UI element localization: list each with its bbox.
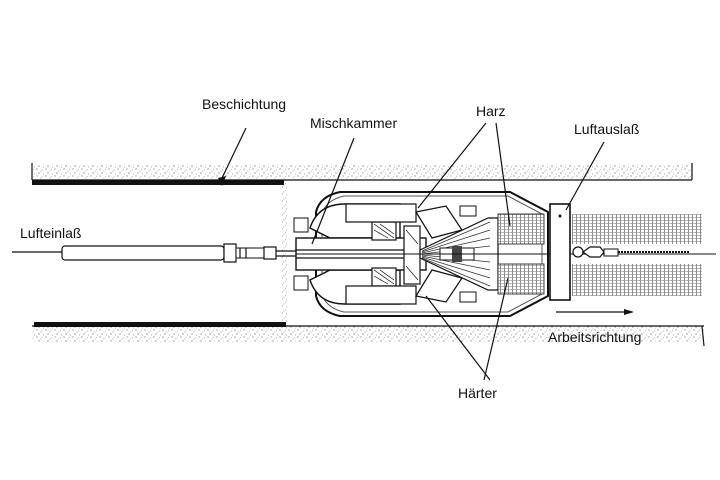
tow-coupling	[572, 246, 690, 258]
label-mischkammer: Mischkammer	[310, 115, 397, 131]
coating-layer-top	[32, 180, 284, 185]
working-direction-arrow	[556, 309, 634, 315]
label-haerter: Härter	[458, 385, 497, 401]
label-luftauslass: Luftauslaß	[574, 121, 639, 137]
label-lufteinlass: Lufteinlaß	[20, 225, 81, 241]
coating-layer-bottom	[34, 322, 286, 327]
label-beschichtung: Beschichtung	[202, 96, 286, 112]
hardener-chamber-bottom	[345, 269, 477, 305]
air-outlet-plate	[549, 203, 571, 301]
leader-lines	[218, 122, 605, 381]
brush-bottom-inner	[497, 263, 545, 295]
brush-bottom-rear	[572, 264, 702, 296]
brush-top-rear	[572, 214, 702, 244]
label-harz: Harz	[476, 103, 506, 119]
resin-chamber-top	[345, 203, 477, 239]
brush-top-inner	[497, 213, 545, 245]
air-hose	[61, 243, 300, 263]
label-arbeitsrichtung: Arbeitsrichtung	[548, 329, 641, 345]
coating-front-edge	[282, 182, 288, 322]
pipe-wall-top	[31, 163, 693, 181]
